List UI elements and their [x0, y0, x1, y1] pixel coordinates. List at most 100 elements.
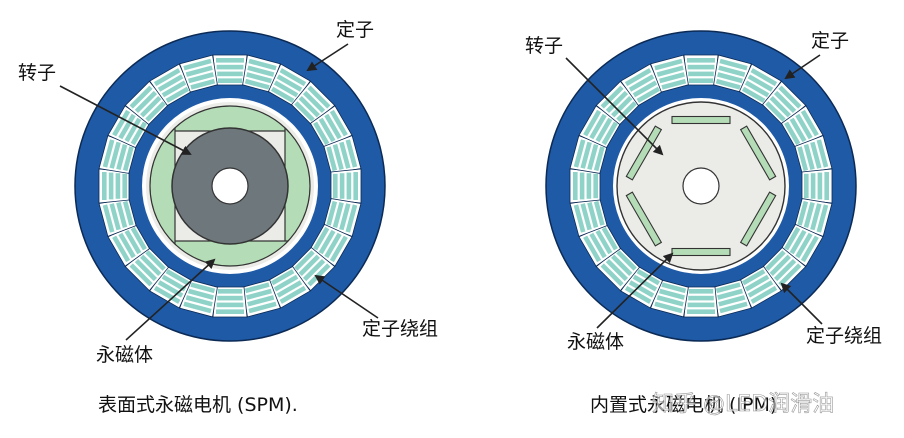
spm-stator-slots: [98, 54, 362, 318]
spm-coil-turn: [115, 173, 121, 199]
ipm-coil-turn: [687, 302, 715, 308]
spm-coil-turn: [332, 144, 344, 170]
ipm-coil-turn: [744, 80, 770, 98]
ipm-coil-turn: [816, 204, 829, 233]
ipm-slot: [620, 63, 664, 107]
ipm-coil-turn: [750, 285, 778, 304]
spm-coil-turn: [326, 146, 338, 172]
spm-coil-turn: [216, 64, 244, 70]
ipm-coil-turn: [616, 250, 637, 271]
spm-coil-turn: [109, 203, 121, 231]
spm-coil-turn: [165, 269, 190, 286]
spm-coil-turn: [140, 254, 162, 276]
spm-slot: [323, 135, 362, 174]
spm-coil-turn: [294, 250, 315, 271]
spm-coil-turn: [130, 226, 147, 251]
spm-slot: [212, 54, 248, 86]
spm-slot: [242, 279, 281, 318]
spm-coil-turn: [324, 232, 342, 259]
spm-coil-turn: [244, 282, 270, 294]
spm-coil-turn: [153, 285, 181, 304]
ipm-coil-turn: [784, 226, 801, 251]
ipm-winding-arrow: [780, 282, 823, 325]
spm-slot: [309, 105, 353, 149]
spm-coil-turn: [244, 78, 270, 90]
ipm-slot: [683, 286, 719, 318]
ipm-coil-turn: [741, 269, 766, 286]
spm-coil-turn: [345, 204, 358, 233]
ipm-magnet-bar: [671, 115, 731, 125]
ipm-coil-turn: [747, 280, 774, 298]
ipm-coil-turn: [778, 263, 802, 287]
ipm-coil-turn: [687, 309, 715, 314]
spm-stator-arrow: [306, 43, 349, 72]
ipm-coil-turn: [741, 86, 766, 103]
spm-coil-turn: [313, 121, 330, 146]
ipm-coil-turn: [587, 202, 599, 228]
ipm-coil-turn: [784, 121, 801, 146]
ipm-magnet-label: 永磁体: [567, 331, 624, 353]
spm-coil-turn: [183, 58, 212, 71]
ipm-coil-turn: [769, 254, 791, 276]
spm-slot: [98, 198, 137, 237]
spm-coil-turn: [188, 288, 214, 300]
ipm-slot: [713, 54, 752, 93]
ipm-magnet-bar: [625, 191, 663, 247]
ipm-coil-turn: [593, 173, 598, 199]
ipm-coil-turn: [632, 80, 658, 98]
spm-coil-turn: [248, 301, 277, 314]
spm-slot: [212, 286, 248, 318]
ipm-coil-turn: [744, 274, 770, 292]
spm-coil-turn: [329, 109, 348, 137]
ipm-magnet-arrow: [596, 252, 674, 329]
spm-magnet-label: 永磁体: [96, 344, 153, 366]
ipm-slot: [683, 54, 719, 86]
spm-magnet-arrow: [125, 258, 216, 341]
ipm-coil-turn: [687, 58, 715, 63]
spm-slot: [98, 168, 130, 204]
ipm-coil-turn: [719, 58, 748, 71]
ipm-coil-turn: [718, 65, 746, 77]
ipm-coil-turn: [583, 109, 602, 137]
ipm-coil-turn: [817, 172, 823, 200]
ipm-coil-turn: [800, 109, 819, 137]
spm-coil-turn: [102, 172, 107, 200]
ipm-coil-turn: [718, 295, 746, 307]
spm-motor: 定子 转子 永磁体 定子绕组 表面式永磁电机 (SPM).: [18, 19, 438, 416]
spm-coil-turn: [302, 90, 326, 114]
ipm-coil-turn: [573, 172, 578, 200]
spm-coil-turn: [279, 285, 307, 304]
ipm-stator-label: 定子: [811, 30, 849, 52]
spm-slot: [107, 223, 151, 267]
ipm-coil-turn: [803, 202, 815, 228]
spm-slot: [98, 135, 137, 174]
ipm-caption: 内置式永磁电机 (IPM): [590, 394, 777, 416]
spm-coil-turn: [298, 96, 320, 118]
watermark-text: 知乎 @LED润滑油: [652, 392, 834, 417]
spm-coil-turn: [216, 309, 244, 314]
spm-coil-turn: [134, 90, 158, 114]
spm-coil-turn: [339, 203, 351, 231]
spm-coil-turn: [279, 68, 307, 87]
spm-coil-turn: [329, 235, 348, 263]
spm-slot: [330, 168, 362, 204]
ipm-coil-turn: [778, 85, 802, 109]
ipm-coil-turn: [797, 146, 809, 172]
spm-coil-turn: [333, 173, 338, 199]
spm-winding-arrow: [314, 274, 379, 319]
ipm-coil-turn: [687, 64, 715, 70]
ipm-coil-turn: [810, 203, 822, 231]
spm-coil-turn: [217, 295, 243, 301]
spm-coil-turn: [161, 274, 187, 292]
spm-coil-turn: [157, 74, 184, 92]
spm-coil-turn: [112, 235, 131, 263]
ipm-coil-turn: [659, 288, 685, 300]
ipm-coil-turn: [789, 229, 807, 255]
ipm-slot: [794, 198, 833, 237]
ipm-coil-turn: [773, 90, 797, 114]
ipm-coil-turn: [573, 204, 586, 233]
spm-coil-turn: [339, 141, 351, 169]
spm-coil-turn: [134, 258, 158, 282]
ipm-coil-turn: [715, 282, 741, 294]
